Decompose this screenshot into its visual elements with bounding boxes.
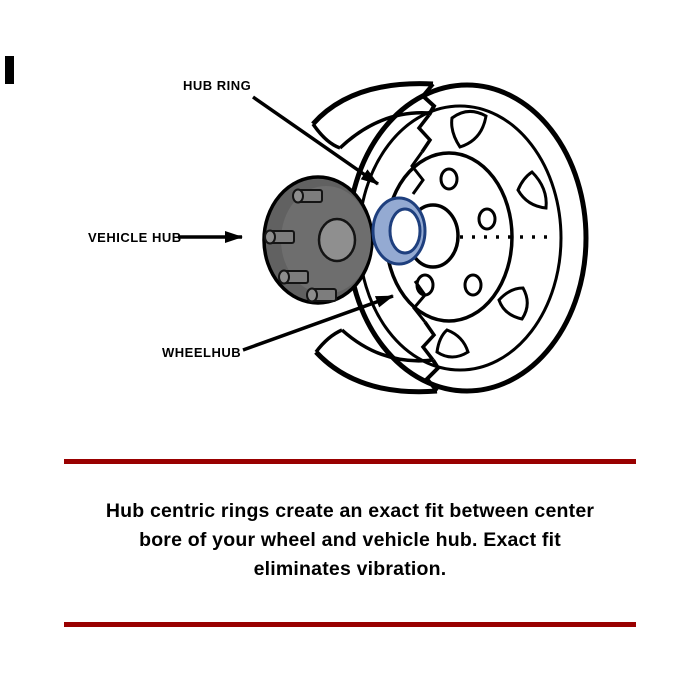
divider-rule-top — [64, 459, 636, 464]
spoke-cutouts — [435, 110, 548, 359]
caption-line: bore of your wheel and vehicle hub. Exac… — [139, 529, 561, 551]
vehicle-hub-shape — [262, 175, 374, 305]
wheelhub-label: WHEELHUB — [162, 345, 242, 360]
hub-ring-arrow — [252, 95, 379, 186]
caption-line: Hub centric rings create an exact fit be… — [105, 500, 595, 522]
caption-line: eliminates vibration. — [253, 558, 447, 580]
vehicle-hub-label: VEHICLE HUB — [88, 230, 182, 245]
lug-holes — [415, 167, 497, 297]
caption-text: Hub centric rings create an exact fit be… — [0, 497, 700, 584]
vehicle-hub-center — [317, 217, 357, 263]
callout-arrows — [178, 95, 394, 352]
wheelhub-arrow — [242, 294, 394, 352]
scan-artifact — [5, 56, 14, 84]
hub-ring-inner — [388, 207, 422, 255]
hub-ring-shape — [371, 196, 427, 266]
wheel-barrel-bottom — [314, 280, 441, 395]
hub-centric-diagram — [178, 81, 589, 395]
wheel-barrel-top — [311, 81, 437, 195]
wheel-studs — [264, 188, 337, 303]
divider-rule-bottom — [64, 622, 636, 627]
hub-ring-label: HUB RING — [183, 78, 252, 93]
